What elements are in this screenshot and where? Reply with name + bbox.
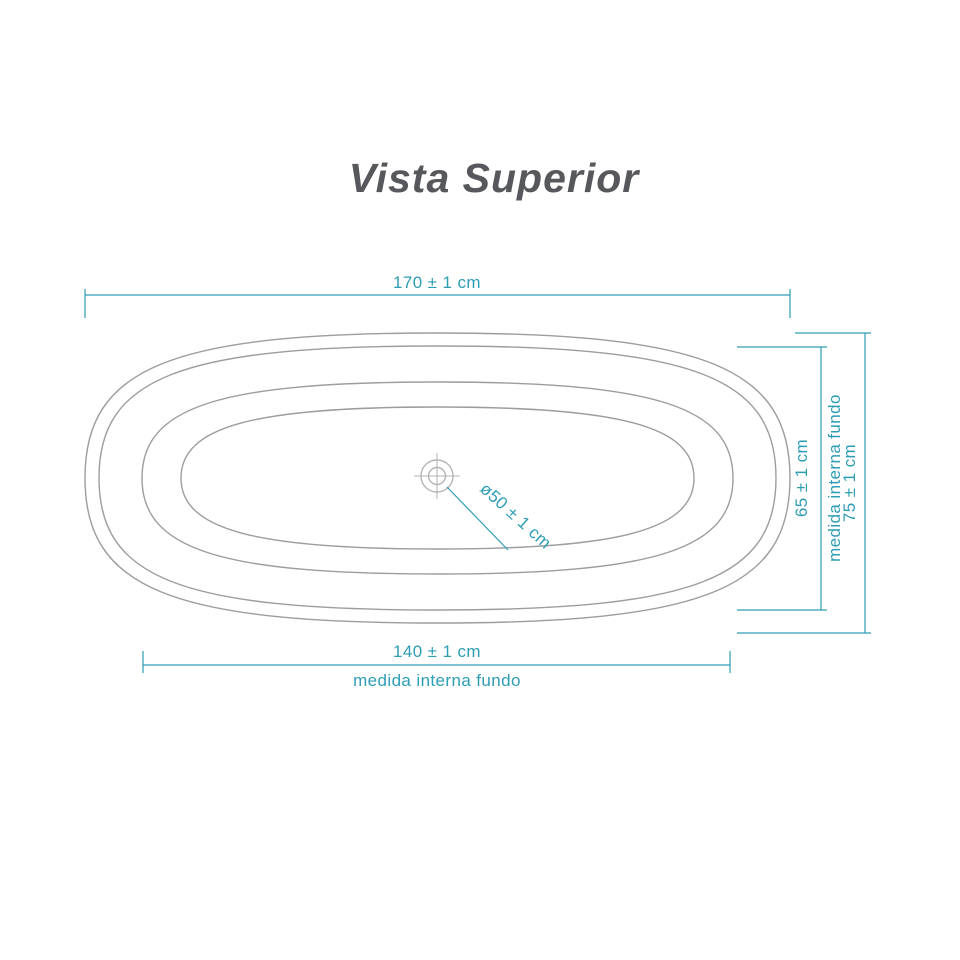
dim-overall-width-label: 170 ± 1 cm <box>393 273 481 292</box>
tub-outer-edge <box>84 332 791 624</box>
tub-rim-inner-edge <box>98 345 777 611</box>
dim-internal-bottom-width: 140 ± 1 cm medida interna fundo <box>142 642 731 690</box>
dim-internal-bottom-width-sublabel: medida interna fundo <box>353 671 521 690</box>
dim-drain-diameter-label: ø50 ± 1 cm <box>476 479 555 553</box>
dim-overall-height-label: 75 ± 1 cm <box>840 444 859 522</box>
dim-overall-height: 75 ± 1 cm <box>737 332 871 634</box>
view-title: Vista Superior <box>349 155 640 201</box>
dim-internal-bottom-width-label: 140 ± 1 cm <box>393 642 481 661</box>
tub-basin-edge <box>141 381 734 575</box>
leader-line <box>446 486 509 551</box>
dim-internal-height-label: 65 ± 1 cm <box>792 439 811 517</box>
dim-overall-width: 170 ± 1 cm <box>84 273 791 318</box>
bathtub-top-view <box>84 332 791 624</box>
dim-internal-height-sublabel: medida interna fundo <box>825 394 844 562</box>
dimensions: 170 ± 1 cm 65 ± 1 cm medida interna fund… <box>84 273 871 690</box>
dim-internal-height: 65 ± 1 cm medida interna fundo <box>737 346 844 611</box>
tub-bottom-edge <box>180 406 695 550</box>
drain <box>414 453 460 499</box>
dim-drain-diameter: ø50 ± 1 cm <box>446 479 555 553</box>
